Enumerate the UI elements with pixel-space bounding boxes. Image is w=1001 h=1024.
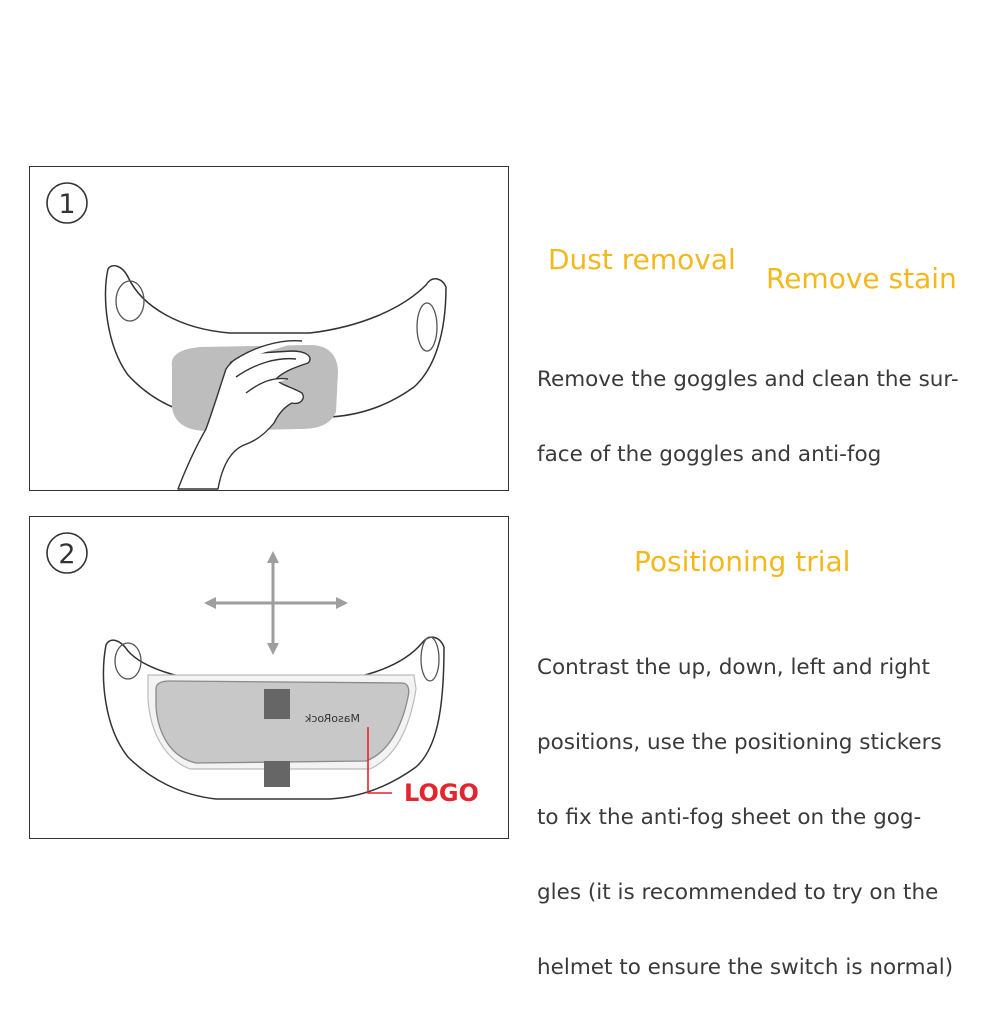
step-number: 1 xyxy=(58,189,75,220)
logo-label: LOGO xyxy=(404,779,479,807)
hand-wiping-icon xyxy=(177,340,311,490)
step-2-panel: 2 MasoRock LOGO xyxy=(29,516,509,839)
goggles-visor-illustration: MasoRock xyxy=(102,636,445,800)
step-1-illustration: 1 xyxy=(46,182,447,490)
step-2-description: Contrast the up, down, left and right po… xyxy=(537,611,953,1024)
step-2-illustration: 2 MasoRock xyxy=(46,532,445,800)
step-1-heading-dust-removal: Dust removal xyxy=(548,243,736,276)
step-2-line: gles (it is recommended to try on the xyxy=(537,879,939,905)
step-2-line: positions, use the positioning stickers xyxy=(537,729,942,755)
circled-number-two-icon: 2 xyxy=(46,532,88,574)
step-1-heading-remove-stain: Remove stain xyxy=(766,262,957,295)
step-2-line: to fix the anti-fog sheet on the gog- xyxy=(537,804,922,830)
step-2-line: Contrast the up, down, left and right xyxy=(537,654,930,680)
step-1-line: face of the goggles and anti-fog xyxy=(537,441,882,467)
positioning-sticker-top xyxy=(264,689,290,719)
sheet-brand-logo: MasoRock xyxy=(304,712,360,725)
step-2-line: helmet to ensure the switch is normal) xyxy=(537,954,954,980)
step-1-description: Remove the goggles and clean the sur- fa… xyxy=(537,323,959,511)
step-1-line: Remove the goggles and clean the sur- xyxy=(537,366,959,392)
circled-number-one-icon: 1 xyxy=(46,182,88,224)
positioning-sticker-bottom xyxy=(264,761,290,787)
logo-pointer-line xyxy=(367,727,392,794)
step-number: 2 xyxy=(58,539,75,570)
step-1-panel: 1 xyxy=(29,166,509,491)
step-2-heading: Positioning trial xyxy=(634,545,851,578)
four-way-arrow-icon xyxy=(204,551,348,655)
